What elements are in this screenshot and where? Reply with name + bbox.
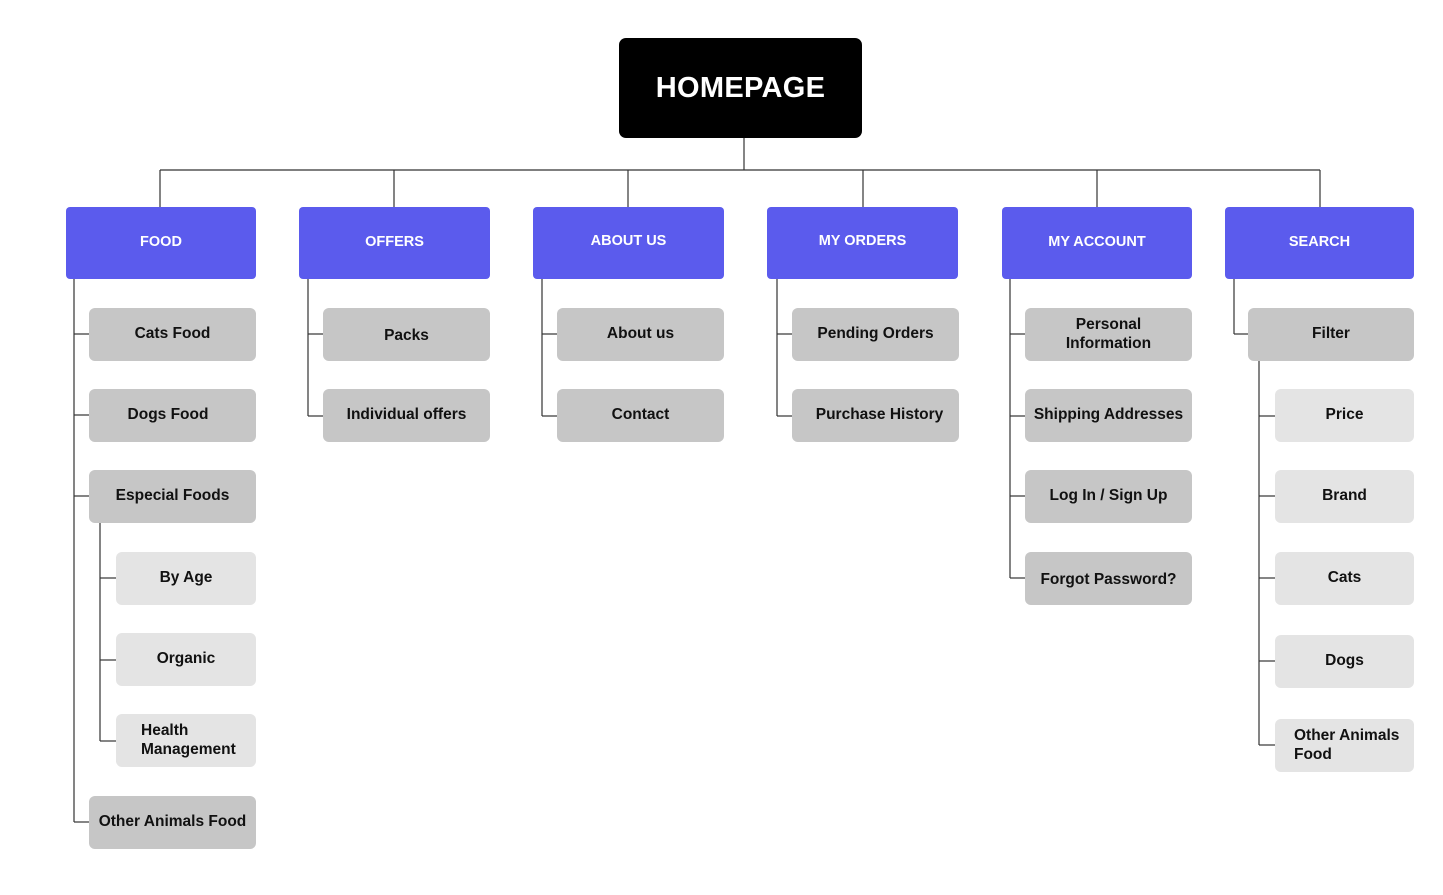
node-shipping-addresses-label: Shipping Addresses [1033, 406, 1184, 424]
node-cats-label: Cats [1327, 569, 1362, 587]
category-about-us-label: ABOUT US [590, 232, 667, 249]
homepage-label: HOMEPAGE [655, 71, 826, 104]
homepage-node: HOMEPAGE [619, 38, 862, 138]
node-dogs-food-label: Dogs Food [127, 406, 209, 424]
node-organic: Organic [116, 633, 256, 686]
node-other-animals-food: Other Animals Food [89, 796, 256, 849]
category-my-orders: MY ORDERS [767, 207, 958, 279]
category-my-orders-label: MY ORDERS [818, 232, 907, 249]
node-personal-information: Personal Information [1025, 308, 1192, 361]
node-by-age-label: By Age [159, 569, 213, 587]
node-about-us: About us [557, 308, 724, 361]
node-organic-label: Organic [156, 650, 216, 668]
node-brand-label: Brand [1322, 487, 1367, 505]
node-health-management: Health Management [116, 714, 256, 767]
node-login-signup: Log In / Sign Up [1025, 470, 1192, 523]
node-contact-label: Contact [611, 406, 670, 424]
node-about-us-label: About us [606, 325, 675, 343]
node-by-age: By Age [116, 552, 256, 605]
category-food: FOOD [66, 207, 256, 279]
node-contact: Contact [557, 389, 724, 442]
node-especial-foods-label: Especial Foods [115, 487, 230, 505]
category-food-label: FOOD [140, 234, 182, 251]
category-search: SEARCH [1225, 207, 1414, 279]
node-price-label: Price [1325, 406, 1364, 424]
node-dogs-label: Dogs [1325, 652, 1364, 670]
node-especial-foods: Especial Foods [89, 470, 256, 523]
category-my-account: MY ACCOUNT [1002, 207, 1192, 279]
category-search-label: SEARCH [1288, 234, 1351, 251]
node-dogs: Dogs [1275, 635, 1414, 688]
node-packs: Packs [323, 308, 490, 361]
node-cats-food: Cats Food [89, 308, 256, 361]
node-filter-label: Filter [1312, 325, 1350, 343]
node-cats: Cats [1275, 552, 1414, 605]
node-login-signup-label: Log In / Sign Up [1049, 487, 1168, 505]
node-other-animals-food-label: Other Animals Food [98, 813, 247, 831]
node-purchase-history: Purchase History [792, 389, 959, 442]
node-packs-label: Packs [384, 327, 429, 345]
node-dogs-food: Dogs Food [89, 389, 256, 442]
category-my-account-label: MY ACCOUNT [1048, 234, 1146, 251]
node-pending-orders: Pending Orders [792, 308, 959, 361]
node-shipping-addresses: Shipping Addresses [1025, 389, 1192, 442]
node-search-other-animals-food: Other Animals Food [1275, 719, 1414, 772]
node-pending-orders-label: Pending Orders [817, 325, 934, 343]
category-offers-label: OFFERS [365, 234, 424, 251]
node-forgot-password: Forgot Password? [1025, 552, 1192, 605]
category-about-us: ABOUT US [533, 207, 724, 279]
node-individual-offers-label: Individual offers [346, 406, 467, 424]
category-offers: OFFERS [299, 207, 490, 279]
node-purchase-history-label: Purchase History [815, 406, 944, 424]
node-price: Price [1275, 389, 1414, 442]
node-search-other-animals-food-label: Other Animals Food [1294, 726, 1400, 763]
node-filter: Filter [1248, 308, 1414, 361]
node-brand: Brand [1275, 470, 1414, 523]
node-forgot-password-label: Forgot Password? [1040, 570, 1177, 588]
node-personal-information-label: Personal Information [1065, 315, 1152, 352]
node-health-management-label: Health Management [141, 721, 236, 758]
node-individual-offers: Individual offers [323, 389, 490, 442]
node-cats-food-label: Cats Food [134, 325, 211, 343]
